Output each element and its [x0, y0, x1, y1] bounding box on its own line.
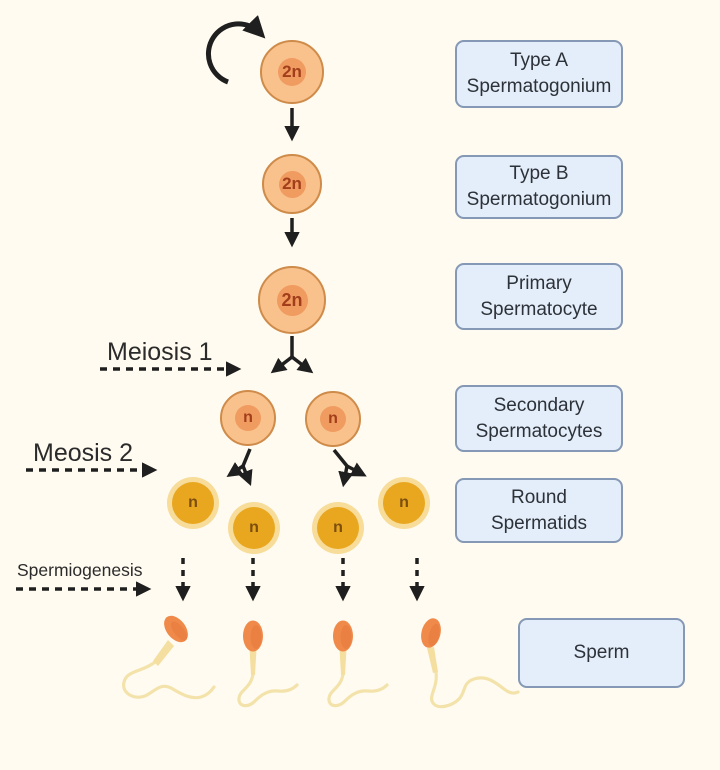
sperm-cell — [421, 618, 520, 709]
stage-box-secondary-spermatocytes: Secondary Spermatocytes — [455, 385, 623, 452]
meiosis-2-split-arrow-right — [332, 448, 367, 488]
meiosis-1-label: Meiosis 1 — [107, 338, 213, 366]
cell-nucleus — [232, 506, 276, 550]
type-b-cell: 2n — [262, 154, 322, 214]
cell-nucleus — [278, 170, 306, 198]
stage-box-label: Secondary Spermatocytes — [475, 394, 603, 442]
stage-box-label: Sperm — [573, 642, 630, 664]
primary-spermatocyte-cell: 2n — [258, 266, 326, 334]
secondary-spermatocyte-cell: n — [305, 391, 361, 447]
sperm-cell — [122, 615, 216, 700]
ploidy-label: n — [399, 494, 409, 511]
cell-nucleus — [171, 481, 215, 525]
cell-nucleus — [276, 284, 308, 316]
cell-nucleus — [320, 406, 346, 432]
cell-nucleus — [316, 506, 360, 550]
round-spermatid-cell: n — [378, 477, 430, 529]
stage-box-sperm: Sperm — [518, 618, 685, 688]
type-a-cell: 2n — [260, 40, 324, 104]
ploidy-label: 2n — [282, 62, 302, 81]
stage-box-label: Type B Spermatogonium — [466, 163, 612, 210]
meiosis-2-label: Meosis 2 — [33, 439, 134, 467]
cell-nucleus — [278, 58, 306, 86]
ploidy-label: n — [188, 494, 198, 511]
spermiogenesis-label: Spermiogenesis — [17, 560, 143, 580]
stage-box-primary-spermatocyte: Primary Spermatocyte — [455, 263, 623, 330]
cell-nucleus — [382, 481, 426, 525]
meiosis-1-split-arrow — [270, 336, 314, 374]
stage-box-label: Primary Spermatocyte — [480, 272, 598, 320]
cell-nucleus — [235, 405, 261, 431]
ploidy-label: 2n — [282, 174, 302, 193]
round-spermatid-cell: n — [167, 477, 219, 529]
meiosis-2-split-arrow-left — [226, 448, 253, 487]
self-renewal-arrow — [205, 15, 266, 85]
ploidy-label: n — [243, 409, 253, 426]
stage-box-label: Round Spermatids — [490, 486, 588, 534]
stage-box-type-a-spermatogonium: Type A Spermatogonium — [455, 40, 623, 108]
round-spermatid-cell: n — [228, 502, 280, 554]
stage-box-type-b-spermatogonium: Type B Spermatogonium — [455, 155, 623, 219]
round-spermatid-cell: n — [312, 502, 364, 554]
ploidy-label: n — [328, 410, 338, 427]
ploidy-label: 2n — [281, 289, 303, 310]
stage-box-round-spermatids: Round Spermatids — [455, 478, 623, 543]
secondary-spermatocyte-cell: n — [220, 390, 276, 446]
stage-box-label: Type A Spermatogonium — [466, 50, 612, 97]
spermatid-to-sperm-arrows — [175, 558, 425, 602]
ploidy-label: n — [333, 519, 343, 536]
ploidy-label: n — [249, 519, 259, 536]
